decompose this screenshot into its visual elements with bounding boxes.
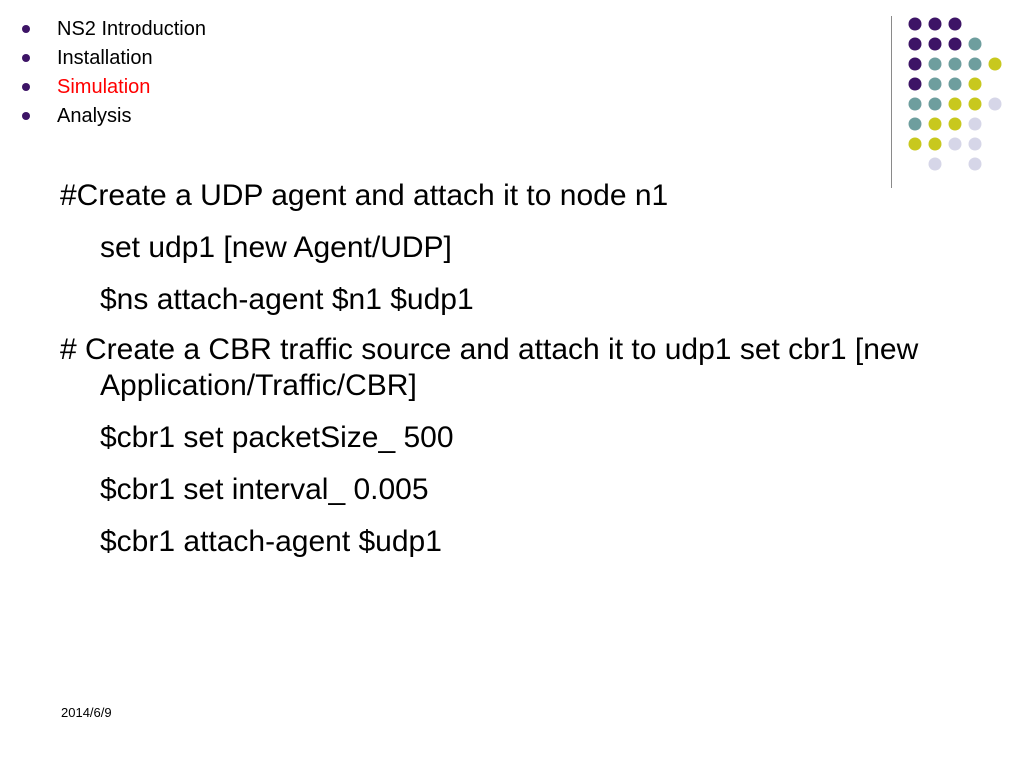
decor-dot-purple xyxy=(948,17,962,31)
bullet-dot-icon xyxy=(22,54,30,62)
decor-dot-teal xyxy=(968,57,982,71)
body-line: $cbr1 set packetSize_ 500 xyxy=(100,421,454,454)
decor-dot-purple xyxy=(908,17,922,31)
decor-dot-teal xyxy=(948,57,962,71)
nav-item-label: Simulation xyxy=(57,76,151,98)
nav-item-label: Analysis xyxy=(57,105,132,127)
decor-dot-purple xyxy=(948,37,962,51)
decor-dot-lavender xyxy=(968,117,982,131)
slide-body: #Create a UDP agent and attach it to nod… xyxy=(60,178,980,560)
decor-dot-olive xyxy=(988,57,1002,71)
decor-dot-teal xyxy=(908,117,922,131)
decor-dot-olive xyxy=(908,137,922,151)
body-line: $cbr1 set interval_ 0.005 xyxy=(100,473,429,506)
decor-dot-purple xyxy=(908,77,922,91)
decor-dot-olive xyxy=(948,117,962,131)
nav-item-installation[interactable]: Installation xyxy=(22,44,206,73)
decor-dot-teal xyxy=(968,37,982,51)
decor-dot-olive xyxy=(948,97,962,111)
decor-dot-lavender xyxy=(928,157,942,171)
decor-dot-olive xyxy=(968,97,982,111)
decor-dot-lavender xyxy=(968,137,982,151)
body-line: # Create a CBR traffic source and attach… xyxy=(60,333,919,402)
decor-dot-teal xyxy=(928,77,942,91)
body-line: $ns attach-agent $n1 $udp1 xyxy=(100,283,474,316)
nav-item-ns2-introduction[interactable]: NS2 Introduction xyxy=(22,15,206,44)
decor-dot-lavender xyxy=(988,97,1002,111)
nav-item-simulation[interactable]: Simulation xyxy=(22,73,206,102)
nav-item-label: Installation xyxy=(57,47,153,69)
footer-date: 2014/6/9 xyxy=(61,705,112,720)
bullet-dot-icon xyxy=(22,25,30,33)
decor-dot-lavender xyxy=(948,137,962,151)
decor-dot-olive xyxy=(928,137,942,151)
body-line: #Create a UDP agent and attach it to nod… xyxy=(60,179,669,212)
bullet-dot-icon xyxy=(22,112,30,120)
decorative-dot-grid xyxy=(908,17,1002,171)
decor-dot-purple xyxy=(908,57,922,71)
section-nav: NS2 Introduction Installation Simulation… xyxy=(22,15,206,131)
decor-dot-olive xyxy=(928,117,942,131)
body-line: set udp1 [new Agent/UDP] xyxy=(100,231,452,264)
decor-dot-purple xyxy=(928,37,942,51)
decor-dot-teal xyxy=(908,97,922,111)
decor-dot-purple xyxy=(928,17,942,31)
decor-dot-olive xyxy=(968,77,982,91)
decor-dot-purple xyxy=(908,37,922,51)
decor-dot-teal xyxy=(928,97,942,111)
decor-dot-teal xyxy=(928,57,942,71)
nav-item-label: NS2 Introduction xyxy=(57,18,206,40)
bullet-dot-icon xyxy=(22,83,30,91)
nav-item-analysis[interactable]: Analysis xyxy=(22,102,206,131)
body-line: $cbr1 attach-agent $udp1 xyxy=(100,525,442,558)
vertical-divider xyxy=(891,16,892,188)
decor-dot-lavender xyxy=(968,157,982,171)
decor-dot-teal xyxy=(948,77,962,91)
